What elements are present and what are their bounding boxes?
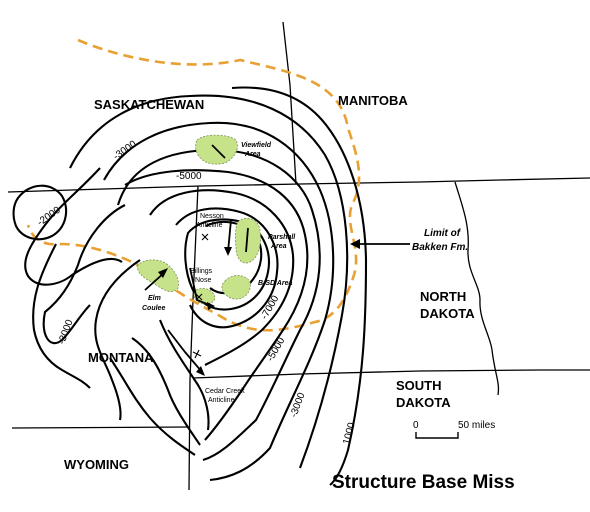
region-labels: SASKATCHEWAN MANITOBA NORTH DAKOTA SOUTH… [64, 93, 475, 472]
viewfield-label-1: Viewfield [241, 142, 272, 149]
elm-arrowhead [158, 268, 168, 278]
montana-nd-border [188, 185, 199, 491]
contour-west-1 [24, 167, 123, 286]
contour-1000 [231, 86, 368, 486]
contour-south-lobe-1 [159, 319, 210, 431]
fault-crosses [192, 233, 209, 359]
contour-south-lobe-2 [131, 337, 201, 446]
cedar-creek-axis [167, 329, 203, 373]
cedar-label-1: Cedar Creek [205, 388, 245, 395]
nesson-axis [227, 219, 232, 253]
contour-west-2 [42, 204, 126, 345]
north-dakota-label-1: NORTH [420, 289, 466, 304]
nesson-label-2: Anticline [196, 222, 223, 229]
cedar-label-2: Anticline [208, 397, 235, 404]
billings-nose-axis [189, 267, 213, 307]
contour-label-3000-nw: -3000 [111, 139, 139, 163]
contour-west-4 [32, 243, 91, 389]
oil-field-areas [136, 134, 261, 305]
scale-distance: 50 miles [458, 420, 495, 431]
montana-wyoming-border [11, 426, 191, 429]
nd-mn-border [454, 181, 500, 396]
billings-label-2: Nose [195, 277, 211, 284]
contour-6500 [175, 207, 279, 329]
contour-2000-loop [12, 184, 68, 241]
scale-bar [415, 432, 459, 439]
scale-zero: 0 [413, 420, 419, 431]
parshall-axis [245, 227, 249, 253]
contour-3000-outer [69, 94, 349, 469]
contour-3000-inner [103, 121, 335, 482]
parshall-label-1: Parshall [268, 234, 296, 241]
contour-label-5000-s: -5000 [265, 335, 288, 363]
bsd-label: B-SD Area [258, 280, 292, 287]
bakken-limit-line [26, 38, 361, 332]
contour-4000 [116, 148, 321, 462]
cross-3 [195, 293, 203, 301]
elm-coulee-area [136, 259, 179, 292]
nesson-arrowhead [224, 247, 232, 256]
parshall-label-2: Area [270, 243, 287, 250]
contour-label-5000-n: -5000 [176, 171, 202, 182]
nesson-label-1: Nesson [200, 213, 224, 220]
sask-manitoba-border [282, 21, 297, 185]
contour-5000 [124, 169, 309, 441]
structure-axes [144, 144, 459, 439]
manitoba-label: MANITOBA [338, 93, 408, 108]
political-boundaries [7, 21, 590, 491]
feature-labels: Viewfield Area Nesson Anticline Parshall… [142, 142, 296, 404]
cross-1 [192, 349, 202, 359]
limit-arrowhead [350, 239, 360, 249]
south-dakota-label-2: DAKOTA [396, 395, 451, 410]
wyoming-label: WYOMING [64, 457, 129, 472]
contour-label-3000-sw: -3000 [56, 318, 75, 346]
elm-label-1: Elm [148, 295, 161, 302]
arrowheads [158, 239, 360, 376]
elm-label-2: Coulee [142, 305, 165, 312]
billings-arrowhead [207, 302, 215, 310]
contour-label-3000-s: -3000 [288, 391, 307, 419]
contour-7000 [184, 218, 270, 311]
contour-label-1000: 1000 [341, 421, 357, 446]
limit-label-1: Limit of [424, 228, 462, 239]
billings-label-1: Billings [190, 268, 213, 275]
contour-south-lobe-3 [109, 357, 196, 456]
south-dakota-label-1: SOUTH [396, 378, 442, 393]
viewfield-label-2: Area [244, 151, 261, 158]
viewfield-axis [211, 144, 226, 159]
nd-sd-border [192, 369, 590, 379]
parshall-area [235, 217, 261, 264]
cross-2 [201, 233, 209, 241]
map-title: Structure Base Miss [332, 472, 515, 493]
north-dakota-label-2: DAKOTA [420, 306, 475, 321]
contour-west-3 [94, 259, 141, 421]
saskatchewan-label: SASKATCHEWAN [94, 97, 204, 112]
cedar-arrowhead [196, 366, 205, 376]
bsd-area [221, 275, 251, 300]
contour-6000 [149, 189, 295, 366]
montana-label: MONTANA [88, 350, 154, 365]
limit-label-2: Bakken Fm. [412, 242, 468, 253]
